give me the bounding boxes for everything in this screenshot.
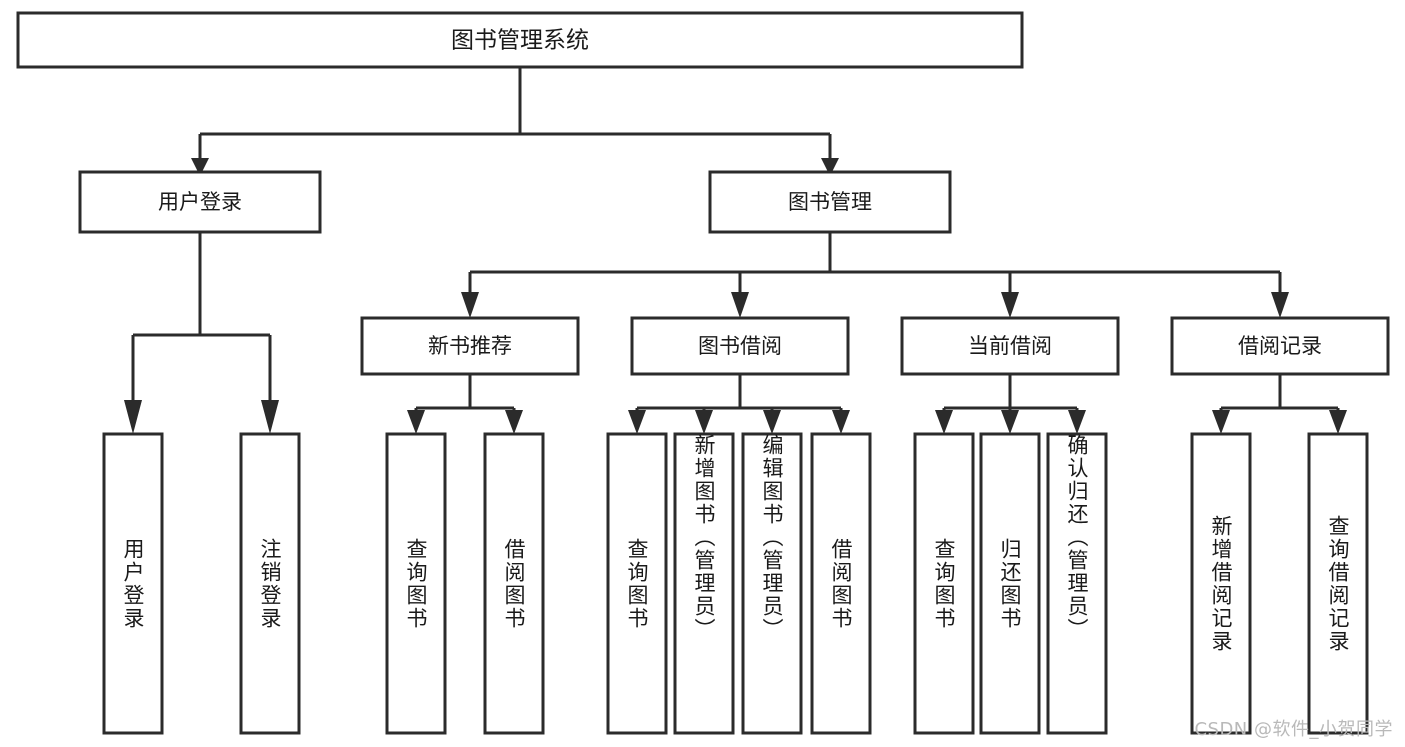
connectors-root-to-level2 xyxy=(191,67,839,176)
arrow-leaf-current-borrow-1 xyxy=(1001,410,1019,434)
leaf-box-current-borrow-1[interactable] xyxy=(979,432,1041,735)
connector-current-borrow-branch xyxy=(942,374,1079,416)
watermark-text: CSDN @软件_小贺同学 xyxy=(1194,719,1393,740)
arrow-to-current-borrow xyxy=(1001,292,1019,318)
connectors-current-borrow-to-leaves xyxy=(935,374,1086,434)
leaf-box-user-login-1[interactable] xyxy=(239,432,301,735)
node-book-manage-box[interactable] xyxy=(708,170,952,234)
node-new-book-recommend-box[interactable] xyxy=(360,316,580,376)
node-user-login-label: 用户登录 xyxy=(158,190,242,214)
leaf-box-current-borrow-2[interactable] xyxy=(1046,432,1108,735)
arrow-leaf-user-login-1 xyxy=(261,400,279,434)
leaf-box-current-borrow-0[interactable] xyxy=(913,432,975,735)
node-borrow-record[interactable]: 借阅记录 xyxy=(1170,316,1390,376)
connectors-user-login-to-leaves xyxy=(124,232,279,434)
connector-root-branch xyxy=(198,67,832,160)
node-book-borrow[interactable]: 图书借阅 xyxy=(630,316,850,376)
node-book-borrow-box[interactable] xyxy=(630,316,850,376)
node-root[interactable]: 图书管理系统 xyxy=(16,11,1024,69)
leaf-box-new-book-1[interactable] xyxy=(483,432,545,735)
node-user-login-box[interactable] xyxy=(78,170,322,234)
node-borrow-record-box[interactable] xyxy=(1170,316,1390,376)
arrow-to-user-login xyxy=(191,158,209,176)
node-current-borrow-label: 当前借阅 xyxy=(968,334,1052,358)
arrow-leaf-book-borrow-2 xyxy=(763,410,781,434)
connectors-book-manage-to-level3 xyxy=(461,232,1289,318)
node-root-box[interactable] xyxy=(16,11,1024,69)
arrow-to-new-book xyxy=(461,292,479,318)
node-current-borrow-box[interactable] xyxy=(900,316,1120,376)
connector-user-login-branch xyxy=(131,232,272,402)
connector-new-book-branch xyxy=(414,374,516,416)
node-book-manage-label: 图书管理 xyxy=(788,190,872,214)
arrow-leaf-borrow-record-1 xyxy=(1329,410,1347,434)
arrow-leaf-book-borrow-1 xyxy=(695,410,713,434)
node-root-label: 图书管理系统 xyxy=(451,28,589,54)
connector-book-borrow-branch xyxy=(635,374,843,416)
arrow-leaf-user-login-0 xyxy=(124,400,142,434)
arrow-leaf-current-borrow-0 xyxy=(935,410,953,434)
connector-borrow-record-branch xyxy=(1219,374,1340,416)
leaf-box-book-borrow-1[interactable] xyxy=(673,432,735,735)
leaf-box-borrow-record-1[interactable] xyxy=(1307,432,1369,735)
arrow-leaf-borrow-record-0 xyxy=(1212,410,1230,434)
connectors-book-borrow-to-leaves xyxy=(628,374,850,434)
leaf-box-borrow-record-0[interactable] xyxy=(1190,432,1252,735)
leaf-box-book-borrow-2[interactable] xyxy=(741,432,803,735)
node-new-book-recommend-label: 新书推荐 xyxy=(428,334,512,358)
arrow-leaf-new-book-0 xyxy=(407,410,425,434)
arrow-to-book-borrow xyxy=(731,292,749,318)
arrow-leaf-book-borrow-0 xyxy=(628,410,646,434)
arrow-leaf-new-book-1 xyxy=(505,410,523,434)
arrow-to-borrow-record xyxy=(1271,292,1289,318)
arrow-to-book-manage xyxy=(821,158,839,176)
node-user-login[interactable]: 用户登录 xyxy=(78,170,322,234)
leaf-box-user-login-0[interactable] xyxy=(102,432,164,735)
leaf-box-book-borrow-3[interactable] xyxy=(810,432,872,735)
leaf-box-book-borrow-0[interactable] xyxy=(606,432,668,735)
node-borrow-record-label: 借阅记录 xyxy=(1238,334,1322,358)
node-book-manage[interactable]: 图书管理 xyxy=(708,170,952,234)
node-book-borrow-label: 图书借阅 xyxy=(698,334,782,358)
arrow-leaf-current-borrow-2 xyxy=(1068,410,1086,434)
node-new-book-recommend[interactable]: 新书推荐 xyxy=(360,316,580,376)
connector-book-manage-branch xyxy=(468,232,1282,294)
node-current-borrow[interactable]: 当前借阅 xyxy=(900,316,1120,376)
arrow-leaf-book-borrow-3 xyxy=(832,410,850,434)
connectors-borrow-record-to-leaves xyxy=(1212,374,1347,434)
connectors-new-book-to-leaves xyxy=(407,374,523,434)
leaf-box-new-book-0[interactable] xyxy=(385,432,447,735)
